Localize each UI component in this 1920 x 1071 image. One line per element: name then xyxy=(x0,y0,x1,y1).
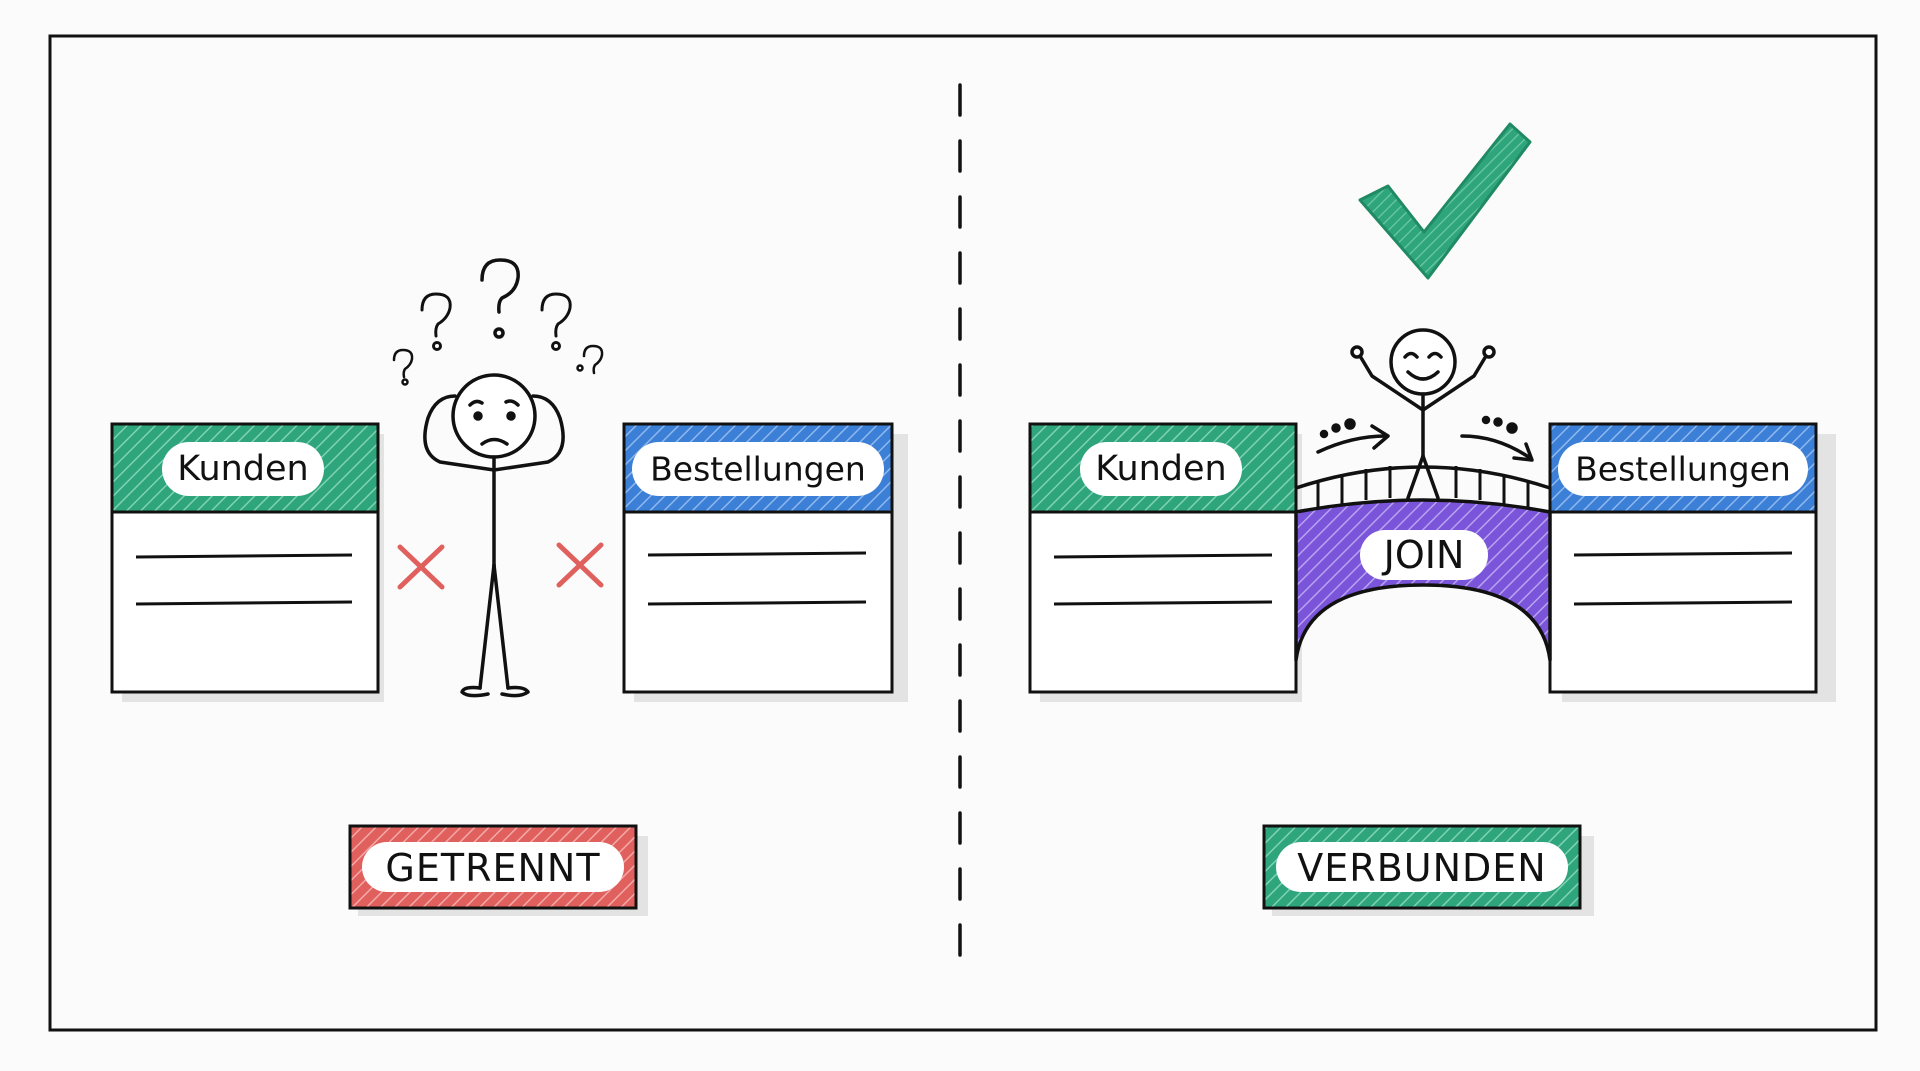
question-mark-icon xyxy=(480,258,520,339)
status-badge-getrennt: GETRENNT xyxy=(348,824,648,916)
question-mark-icon xyxy=(540,292,572,351)
status-label-getrennt: GETRENNT xyxy=(385,846,600,890)
bridge-label-join: JOIN xyxy=(1382,533,1465,577)
cross-icon xyxy=(556,542,604,588)
cross-icon xyxy=(397,544,445,590)
join-bridge: JOIN xyxy=(1294,465,1552,662)
table-title-kunden: Kunden xyxy=(177,449,309,489)
right-panel: Kunden Bestellungen xyxy=(1028,122,1836,916)
table-kunden-right: Kunden xyxy=(1028,422,1302,702)
happy-stick-figure xyxy=(1350,328,1496,500)
question-mark-icon xyxy=(420,292,452,351)
outer-frame xyxy=(48,34,1878,1032)
arrow-right-icon xyxy=(1316,418,1390,454)
table-kunden-left: Kunden xyxy=(110,422,384,702)
checkmark-icon xyxy=(1358,122,1532,280)
table-title-kunden: Kunden xyxy=(1095,449,1227,489)
status-badge-verbunden: VERBUNDEN xyxy=(1262,824,1594,916)
table-title-bestellungen: Bestellungen xyxy=(1575,450,1791,489)
question-mark-icon xyxy=(576,344,604,375)
table-bestellungen-right: Bestellungen xyxy=(1548,422,1836,702)
table-title-bestellungen: Bestellungen xyxy=(650,450,866,489)
left-panel: Kunden Bestellungen xyxy=(110,258,908,916)
table-bestellungen-left: Bestellungen xyxy=(622,422,908,702)
arrow-right-icon xyxy=(1460,415,1534,462)
question-mark-icon xyxy=(392,348,414,386)
status-label-verbunden: VERBUNDEN xyxy=(1297,846,1546,890)
confused-stick-figure xyxy=(423,373,565,698)
